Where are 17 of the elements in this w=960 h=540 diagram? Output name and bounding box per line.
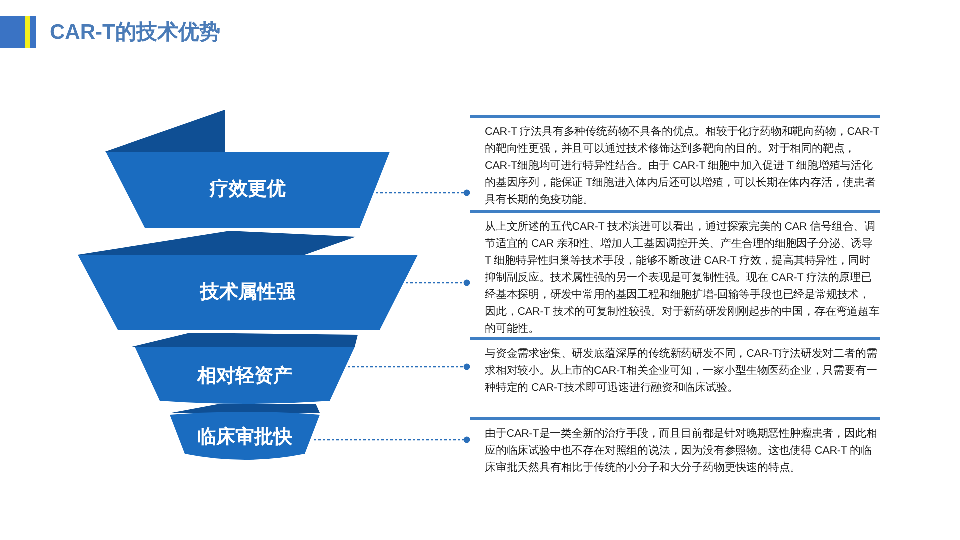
funnel-band [170,412,320,462]
description-text: 由于CAR-T是一类全新的治疗手段，而且目前都是针对晚期恶性肿瘤患者，因此相应的临床试验中也不存在对照组的说法，因为没有参照物。这也使得 CAR-T 的临床审批天然具有相比于传统的小分子和大分子药物更快速的特点。 [485,426,878,476]
band-label: 相对轻资产 [196,364,294,389]
leader-line [376,190,470,196]
band-label: 疗效更优 [208,178,287,202]
funnel-band [78,255,418,330]
leader-line [314,436,470,444]
description-text: 与资金需求密集、研发底蕴深厚的传统新药研发不同，CAR-T疗法研发对二者的需求相对较小。从上市的CAR-T相关企业可知，一家小型生物医药企业，只需要有一种特定的 CAR-T技术即可迅速进行融资和临床试验。 [485,346,878,396]
funnel-band [106,152,390,228]
description-text: CAR-T 疗法具有多种传统药物不具备的优点。相较于化疗药物和靶向药物，CAR-T 的靶向性更强，并且可以通过技术修饰达到多靶向的目的。对于相同的靶点，CAR-T细胞均可进行特异性结合。由于 CAR-T 细胞中加入促进 T 细胞增殖与活化的基因序列，能保证 T细胞进入体内后还可以增殖，可以长期在体内存活，使患者具有长期的免疫功能。 [485,124,880,208]
band-label: 临床审批快 [196,426,294,450]
description-text: 从上文所述的五代CAR-T 技术演进可以看出，通过探索完美的 CAR 信号组合、调节适宜的 CAR 亲和性、增加人工基因调控开关、产生合理的细胞因子分泌、诱导 T 细胞特异性归巢等技术手段，能够不断改进 CAR-T 疗效，提高其特异性，同时抑制副反应。技术属性强的另一个表现是可复制性强。现在 CAR-T 疗法的原理已经基本探明，研发中常用的基因工程和细胞扩增-回输等手段也已经是常规技术，因此，CAR-T 技术的可复制性较强。对于新药研发刚刚起步的中国，存在弯道超车的可能性。 [485,220,880,337]
title: CAR-T的技术优势 [50,20,220,46]
band-label: 技术属性强 [199,281,296,305]
leader-line [348,364,470,370]
funnel-band [135,347,355,405]
leader-line [406,280,470,286]
